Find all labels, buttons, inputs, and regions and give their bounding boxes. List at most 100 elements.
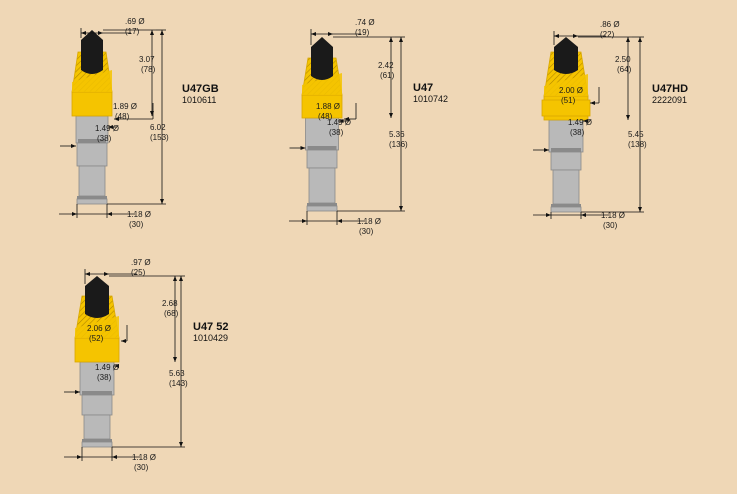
carbide-tip xyxy=(554,37,578,74)
arrowhead xyxy=(590,101,595,105)
base-diameter-label: 1.18 Ø xyxy=(357,217,381,226)
arrowhead xyxy=(173,276,177,281)
shank-groove xyxy=(551,148,581,152)
shank-groove xyxy=(307,146,337,150)
arrowhead xyxy=(112,455,117,459)
base xyxy=(76,198,108,205)
lower-shank xyxy=(81,394,113,416)
tool-drawing-2: .74 Ø(19)2.42(61)1.88 Ø(48)1.49 Ø(38)5.3… xyxy=(289,18,448,236)
arrowhead xyxy=(300,146,306,150)
arrowhead xyxy=(338,119,344,123)
carbide-tip xyxy=(311,37,333,80)
base xyxy=(306,205,338,212)
arrowhead xyxy=(107,212,112,216)
cone-shoulder xyxy=(72,70,112,92)
arrowhead xyxy=(546,213,551,217)
base-diameter-mm-label: (30) xyxy=(129,220,144,229)
arrowhead xyxy=(583,119,588,123)
retainer-band xyxy=(551,204,581,207)
length-a-mm-label: (61) xyxy=(380,71,395,80)
arrowhead xyxy=(114,364,119,368)
shank-diameter-label: 1.49 Ø xyxy=(568,118,592,127)
arrowhead xyxy=(179,276,183,281)
arrowhead xyxy=(150,30,154,35)
shank-diameter-mm-label: (38) xyxy=(97,134,112,143)
arrowhead xyxy=(337,219,342,223)
arrowhead xyxy=(71,144,76,148)
collar-diameter-mm-label: (48) xyxy=(115,112,130,121)
shank-diameter-mm-label: (38) xyxy=(329,128,344,137)
tool-name: U47 52 xyxy=(193,321,228,333)
part-number: 2222091 xyxy=(652,95,687,105)
shank-diameter-label: 1.49 Ø xyxy=(95,124,119,133)
length-a-label: 2.50 xyxy=(615,55,631,64)
arrowhead xyxy=(75,390,80,394)
collar-diameter-mm-label: (51) xyxy=(561,96,576,105)
tool-name: U47GB xyxy=(182,83,219,95)
base-diameter-mm-label: (30) xyxy=(359,227,374,236)
tip-diameter-label: .86 Ø xyxy=(600,20,620,29)
carbide-tip xyxy=(85,276,109,318)
lower-shank xyxy=(76,142,108,167)
arrowhead xyxy=(638,37,642,42)
arrowhead xyxy=(626,37,630,42)
arrowhead xyxy=(389,113,393,118)
arrowhead xyxy=(554,34,559,38)
arrowhead xyxy=(85,272,90,276)
overall-length-label: 6.02 xyxy=(150,123,166,132)
arrowhead xyxy=(638,207,642,212)
base-diameter-label: 1.18 Ø xyxy=(127,210,151,219)
arrowhead xyxy=(98,31,103,35)
base-diameter-label: 1.18 Ø xyxy=(132,453,156,462)
collar-diameter-label: 2.06 Ø xyxy=(87,324,111,333)
overall-length-label: 5.36 xyxy=(389,130,405,139)
length-a-mm-label: (68) xyxy=(164,309,179,318)
neck xyxy=(83,414,111,440)
cone-shoulder xyxy=(302,73,342,95)
tip-diameter-mm-label: (25) xyxy=(131,268,146,277)
length-a-label: 2.68 xyxy=(162,299,178,308)
arrowhead xyxy=(104,272,109,276)
tip-diameter-mm-label: (22) xyxy=(600,30,615,39)
shank-diameter-label: 1.49 Ø xyxy=(95,363,119,372)
shank-diameter-label: 1.49 Ø xyxy=(327,118,351,127)
shank-groove xyxy=(82,391,112,395)
tool-name: U47HD xyxy=(652,83,688,95)
length-a-mm-label: (64) xyxy=(617,65,632,74)
arrowhead xyxy=(160,199,164,204)
shank-diameter-mm-label: (38) xyxy=(570,128,585,137)
tool-drawing-4: .97 Ø(25)2.68(68)2.06 Ø(52)1.49 Ø(38)5.6… xyxy=(64,258,228,472)
arrowhead xyxy=(72,212,77,216)
tip-diameter-mm-label: (19) xyxy=(355,28,370,37)
overall-length-label: 5.45 xyxy=(628,130,644,139)
base xyxy=(550,206,582,213)
arrowhead xyxy=(581,213,586,217)
overall-length-mm-label: (136) xyxy=(389,140,408,149)
tip-diameter-label: .97 Ø xyxy=(131,258,151,267)
base-diameter-label: 1.18 Ø xyxy=(601,211,625,220)
arrowhead xyxy=(399,37,403,42)
arrowhead xyxy=(81,31,86,35)
arrowhead xyxy=(108,125,113,129)
shank xyxy=(79,361,115,396)
overall-length-mm-label: (143) xyxy=(169,379,188,388)
part-number: 1010429 xyxy=(193,333,228,343)
tool-name: U47 xyxy=(413,82,433,94)
arrowhead xyxy=(399,206,403,211)
length-a-mm-label: (78) xyxy=(141,65,156,74)
overall-length-label: 5.63 xyxy=(169,369,185,378)
neck xyxy=(552,169,580,205)
lower-shank xyxy=(306,149,338,169)
collar-diameter-mm-label: (52) xyxy=(89,334,104,343)
part-number: 1010742 xyxy=(413,94,448,104)
arrowhead xyxy=(77,455,82,459)
cone-shoulder xyxy=(544,74,588,96)
tip-diameter-label: .69 Ø xyxy=(125,17,145,26)
arrowhead xyxy=(302,219,307,223)
retainer-band xyxy=(77,196,107,199)
base xyxy=(81,441,113,448)
overall-length-mm-label: (138) xyxy=(628,140,647,149)
collar-diameter-mm-label: (48) xyxy=(318,112,333,121)
retainer-band xyxy=(307,203,337,206)
